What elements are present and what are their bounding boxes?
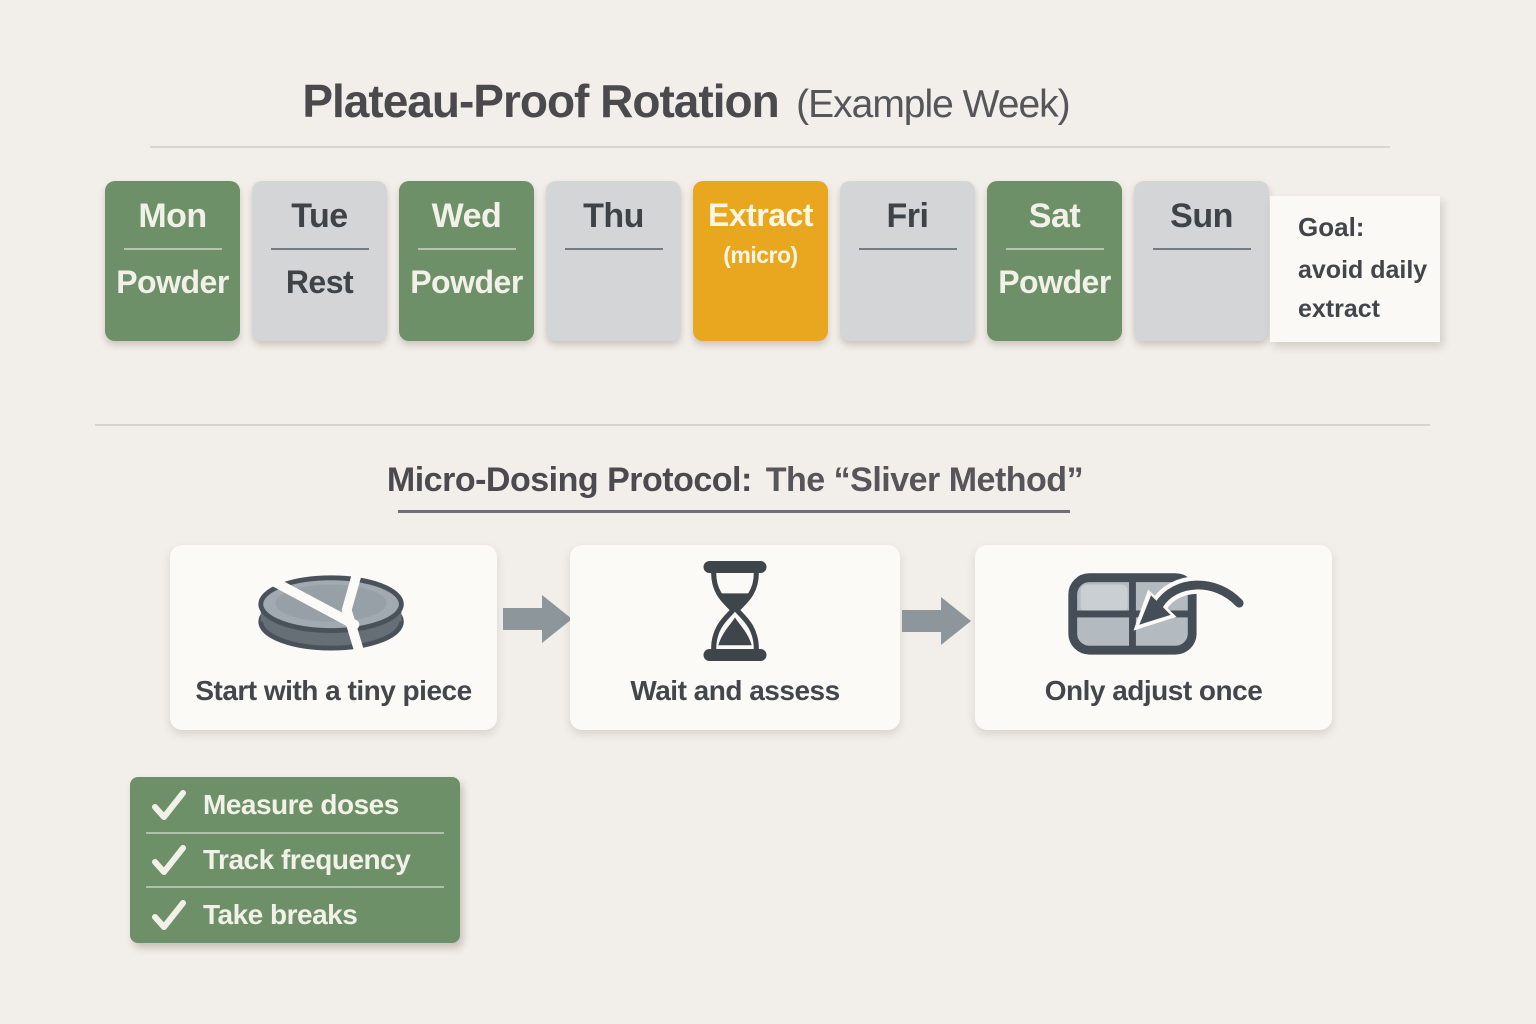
day-card-divider — [564, 248, 663, 250]
checklist-item: Track frequency — [146, 831, 444, 887]
goal-note-heading: Goal: — [1298, 212, 1365, 242]
checklist-item-label: Track frequency — [203, 844, 411, 875]
day-name: Fri — [886, 197, 929, 235]
section-divider — [95, 424, 1430, 426]
day-name: Sun — [1170, 197, 1233, 235]
day-card-mon: Mon Powder — [105, 181, 240, 341]
day-value: Powder — [116, 264, 229, 300]
checklist-item: Take breaks — [146, 886, 444, 941]
step-label: Only adjust once — [1044, 675, 1263, 706]
protocol-heading-underline — [398, 510, 1070, 513]
goal-note-line: avoid daily — [1298, 256, 1428, 284]
title-underline — [150, 146, 1390, 148]
day-card-thu: Thu — [546, 181, 681, 341]
day-name: Wed — [431, 197, 502, 235]
step-card-adjust-once: Only adjust once — [975, 545, 1332, 730]
day-value: Powder — [410, 264, 523, 300]
day-card-divider — [1152, 248, 1251, 250]
day-card-sat: Sat Powder — [987, 181, 1122, 341]
flow-arrow-right-icon — [902, 594, 972, 653]
step-card-start-tiny-piece: Start with a tiny piece — [170, 545, 497, 730]
checklist-item: Measure doses — [146, 779, 444, 832]
day-card-tue: Tue Rest — [252, 181, 387, 341]
checkmark-icon — [152, 790, 186, 821]
flow-arrow-right-icon — [503, 592, 573, 651]
day-card-divider — [270, 248, 369, 250]
goal-note-line: extract — [1298, 294, 1380, 323]
protocol-heading-strong: Micro-Dosing Protocol: — [386, 461, 752, 499]
protocol-heading-rest: The “Sliver Method” — [765, 461, 1084, 499]
day-value: Powder — [998, 264, 1111, 300]
day-name: Mon — [138, 197, 207, 235]
week-rotation-row: Mon Powder Tue Rest Wed Powder Thu Extra… — [105, 181, 1269, 341]
day-name: Tue — [291, 197, 348, 235]
day-card-extract: Extract (micro) — [693, 181, 828, 341]
day-card-divider — [123, 248, 222, 250]
step-label: Start with a tiny piece — [195, 675, 472, 706]
day-card-divider — [417, 248, 516, 250]
checkmark-icon — [152, 845, 186, 875]
day-card-divider — [1005, 248, 1104, 250]
day-value: (micro) — [723, 242, 798, 268]
step-card-wait-assess: Wait and assess — [570, 545, 900, 730]
day-card-fri: Fri — [840, 181, 975, 341]
checklist-item-label: Measure doses — [203, 789, 399, 821]
day-name: Thu — [583, 197, 644, 235]
protocol-heading: Micro-Dosing Protocol: The “Sliver Metho… — [0, 461, 1470, 500]
goal-note: Goal: avoid daily extract — [1270, 196, 1440, 342]
day-card-sun: Sun — [1134, 181, 1269, 341]
day-value: Rest — [285, 264, 354, 300]
day-name: Sat — [1028, 197, 1081, 235]
tablet-grid-undo-icon — [1061, 557, 1247, 665]
day-name: Extract — [708, 197, 814, 233]
page-title: Plateau-Proof Rotation (Example Week) — [0, 74, 1372, 128]
hourglass-icon — [697, 557, 773, 665]
page-title-main: Plateau-Proof Rotation — [302, 75, 779, 127]
cut-tablet-icon — [251, 557, 417, 665]
day-card-divider — [858, 248, 957, 250]
checklist-panel: Measure doses Track frequency Take break… — [130, 777, 460, 943]
day-card-wed: Wed Powder — [399, 181, 534, 341]
page-title-suffix: (Example Week) — [796, 83, 1071, 126]
step-label: Wait and assess — [630, 675, 840, 706]
checkmark-icon — [152, 899, 186, 930]
checklist-item-label: Take breaks — [203, 898, 358, 930]
